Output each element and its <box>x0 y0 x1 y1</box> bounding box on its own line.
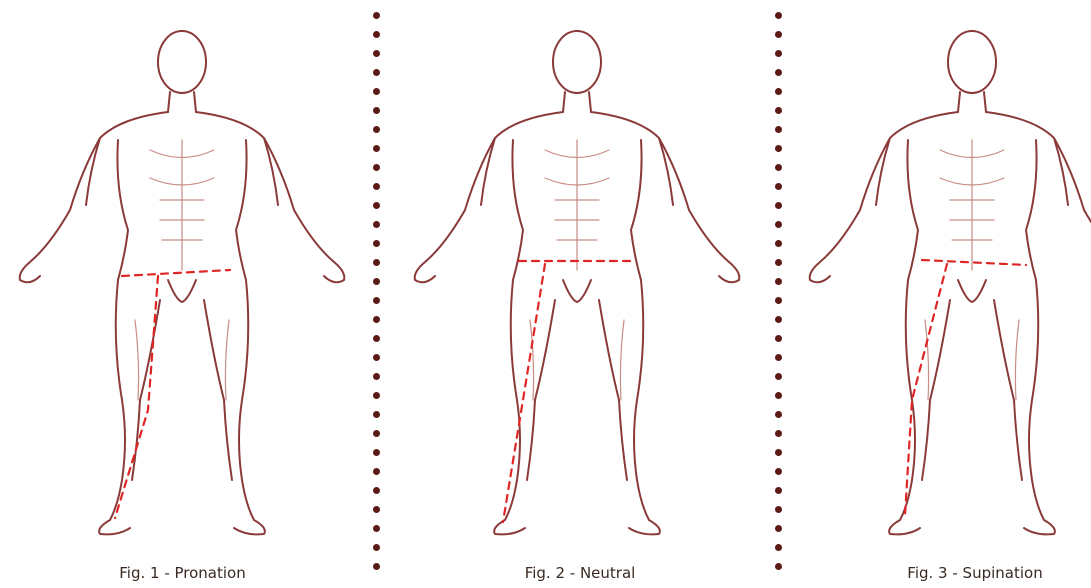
divider-dot <box>373 126 380 133</box>
dotted-divider-2 <box>775 12 783 588</box>
divider-dot <box>373 221 380 228</box>
divider-dot <box>775 487 782 494</box>
divider-dot <box>775 202 782 209</box>
divider-dot <box>373 107 380 114</box>
divider-dot <box>373 297 380 304</box>
divider-dot <box>373 316 380 323</box>
body-outline <box>810 31 1091 534</box>
divider-dot <box>775 468 782 475</box>
divider-dot <box>775 563 782 570</box>
divider-dot <box>373 240 380 247</box>
supination-body-illustration <box>790 0 1091 560</box>
divider-dot <box>775 278 782 285</box>
divider-dot <box>373 145 380 152</box>
divider-dot <box>373 50 380 57</box>
figure-caption: Fig. 3 - Supination <box>790 564 1091 582</box>
hip-line <box>122 270 230 276</box>
figure-supination: Fig. 3 - Supination <box>790 0 1091 588</box>
divider-dot <box>775 107 782 114</box>
divider-dot <box>373 12 380 19</box>
divider-dot <box>775 373 782 380</box>
divider-dot <box>373 392 380 399</box>
divider-dot <box>373 278 380 285</box>
divider-dot <box>373 259 380 266</box>
divider-dot <box>775 31 782 38</box>
divider-dot <box>373 373 380 380</box>
divider-dot <box>775 88 782 95</box>
divider-dot <box>775 411 782 418</box>
divider-dot <box>373 563 380 570</box>
divider-dot <box>775 12 782 19</box>
divider-dot <box>775 297 782 304</box>
divider-dot <box>373 183 380 190</box>
dotted-divider-1 <box>373 12 381 588</box>
divider-dot <box>775 183 782 190</box>
divider-dot <box>373 335 380 342</box>
divider-dot <box>373 202 380 209</box>
divider-dot <box>373 164 380 171</box>
dashed-alignment-lines <box>503 261 631 522</box>
divider-dot <box>373 544 380 551</box>
hip-line <box>922 260 1026 265</box>
divider-dot <box>775 259 782 266</box>
divider-dot <box>373 468 380 475</box>
divider-dot <box>775 221 782 228</box>
neutral-body-illustration <box>395 0 765 560</box>
divider-dot <box>373 88 380 95</box>
body-outline <box>20 31 345 534</box>
divider-dot <box>775 316 782 323</box>
pronation-body-illustration <box>0 0 365 560</box>
leg-axis-line <box>503 264 545 522</box>
divider-dot <box>775 506 782 513</box>
divider-dot <box>775 335 782 342</box>
figure-caption: Fig. 2 - Neutral <box>395 564 765 582</box>
figure-neutral: Fig. 2 - Neutral <box>395 0 765 588</box>
divider-dot <box>775 164 782 171</box>
divider-dot <box>775 544 782 551</box>
divider-dot <box>373 449 380 456</box>
divider-dot <box>775 240 782 247</box>
divider-dot <box>775 145 782 152</box>
divider-dot <box>775 430 782 437</box>
divider-dot <box>775 126 782 133</box>
figure-pronation: Fig. 1 - Pronation <box>0 0 365 588</box>
divider-dot <box>775 354 782 361</box>
divider-dot <box>775 449 782 456</box>
divider-dot <box>373 354 380 361</box>
figure-caption: Fig. 1 - Pronation <box>0 564 365 582</box>
divider-dot <box>373 487 380 494</box>
divider-dot <box>373 525 380 532</box>
body-outline <box>415 31 740 534</box>
divider-dot <box>373 506 380 513</box>
divider-dot <box>775 50 782 57</box>
divider-dot <box>775 69 782 76</box>
divider-dot <box>775 392 782 399</box>
divider-dot <box>373 411 380 418</box>
divider-dot <box>373 31 380 38</box>
divider-dot <box>373 430 380 437</box>
divider-dot <box>775 525 782 532</box>
divider-dot <box>373 69 380 76</box>
